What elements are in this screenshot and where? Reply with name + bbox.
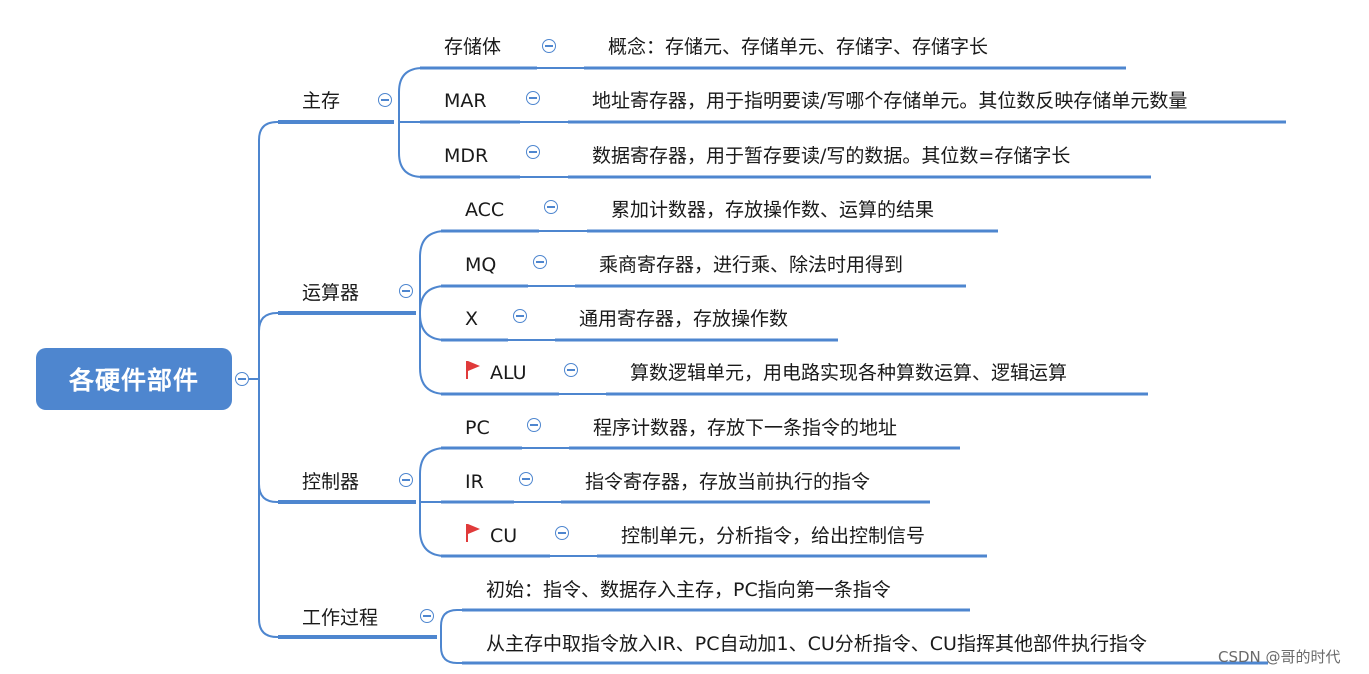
desc-acc: 累加计数器，存放操作数、运算的结果: [611, 199, 935, 221]
root-node[interactable]: 各硬件部件: [36, 348, 232, 410]
desc-alu: 算数逻辑单元，用电路实现各种算数运算、逻辑运算: [630, 362, 1068, 384]
collapse-mdr-icon[interactable]: [526, 145, 540, 159]
child-connector: [440, 609, 462, 637]
node-mdr[interactable]: MDR: [444, 145, 489, 167]
flag-icon: [466, 524, 480, 542]
node-mq[interactable]: MQ: [465, 254, 497, 276]
node-storage-body[interactable]: 存储体: [444, 36, 502, 58]
node-acc[interactable]: ACC: [465, 199, 505, 221]
desc-storage-body: 概念：存储元、存储单元、存储字、存储字长: [608, 36, 989, 58]
branch-connector: [258, 379, 278, 503]
branch-work-process[interactable]: 工作过程: [302, 607, 379, 629]
desc-mdr: 数据寄存器，用于暂存要读/写的数据。其位数=存储字长: [592, 145, 1071, 167]
branch-connector: [258, 121, 278, 379]
root-label: 各硬件部件: [68, 366, 199, 395]
collapse-work-process-icon[interactable]: [420, 609, 434, 623]
child-connector: [419, 502, 447, 557]
collapse-x-icon[interactable]: [513, 309, 527, 323]
collapse-pc-icon[interactable]: [527, 418, 541, 432]
child-connector: [419, 285, 447, 313]
collapse-root-icon[interactable]: [235, 372, 249, 386]
branch-control-unit[interactable]: 控制器: [302, 471, 360, 493]
branch-alu-unit[interactable]: 运算器: [302, 282, 360, 304]
watermark: CSDN @哥的时代: [1218, 648, 1341, 666]
child-connector: [440, 637, 462, 664]
child-connector: [419, 313, 447, 395]
desc-mq: 乘商寄存器，进行乘、除法时用得到: [599, 254, 904, 276]
node-alu[interactable]: ALU: [490, 362, 527, 384]
node-x[interactable]: X: [465, 308, 479, 330]
child-connector: [419, 313, 447, 341]
collapse-acc-icon[interactable]: [544, 200, 558, 214]
collapse-main-memory-icon[interactable]: [378, 93, 392, 107]
node-pc[interactable]: PC: [465, 417, 490, 439]
desc-cu: 控制单元，分析指令，给出控制信号: [621, 525, 926, 547]
collapse-alu-unit-icon[interactable]: [399, 284, 413, 298]
child-connector: [398, 67, 424, 122]
flag-icon: [466, 361, 480, 379]
desc-pc: 程序计数器，存放下一条指令的地址: [593, 417, 898, 439]
branch-connector: [258, 312, 278, 379]
desc-x: 通用寄存器，存放操作数: [579, 308, 789, 330]
collapse-cu-icon[interactable]: [555, 526, 569, 540]
node-cu[interactable]: CU: [490, 525, 518, 547]
desc-ir: 指令寄存器，存放当前执行的指令: [585, 471, 871, 493]
child-connector: [398, 122, 424, 178]
collapse-alu-icon[interactable]: [564, 363, 578, 377]
branch-connector: [258, 379, 278, 638]
collapse-mar-icon[interactable]: [526, 91, 540, 105]
child-connector: [419, 230, 447, 313]
collapse-storage-body-icon[interactable]: [542, 39, 556, 53]
node-mar[interactable]: MAR: [444, 90, 487, 112]
child-connector: [419, 447, 447, 502]
collapse-mq-icon[interactable]: [533, 255, 547, 269]
collapse-control-unit-icon[interactable]: [399, 473, 413, 487]
desc-process-step-2: 从主存中取指令放入IR、PC自动加1、CU分析指令、CU指挥其他部件执行指令: [486, 633, 1147, 655]
desc-mar: 地址寄存器，用于指明要读/写哪个存储单元。其位数反映存储单元数量: [592, 90, 1188, 112]
branch-main-memory[interactable]: 主存: [302, 90, 341, 112]
desc-process-step-1: 初始：指令、数据存入主存，PC指向第一条指令: [486, 579, 891, 601]
collapse-ir-icon[interactable]: [519, 472, 533, 486]
node-ir[interactable]: IR: [465, 471, 484, 493]
